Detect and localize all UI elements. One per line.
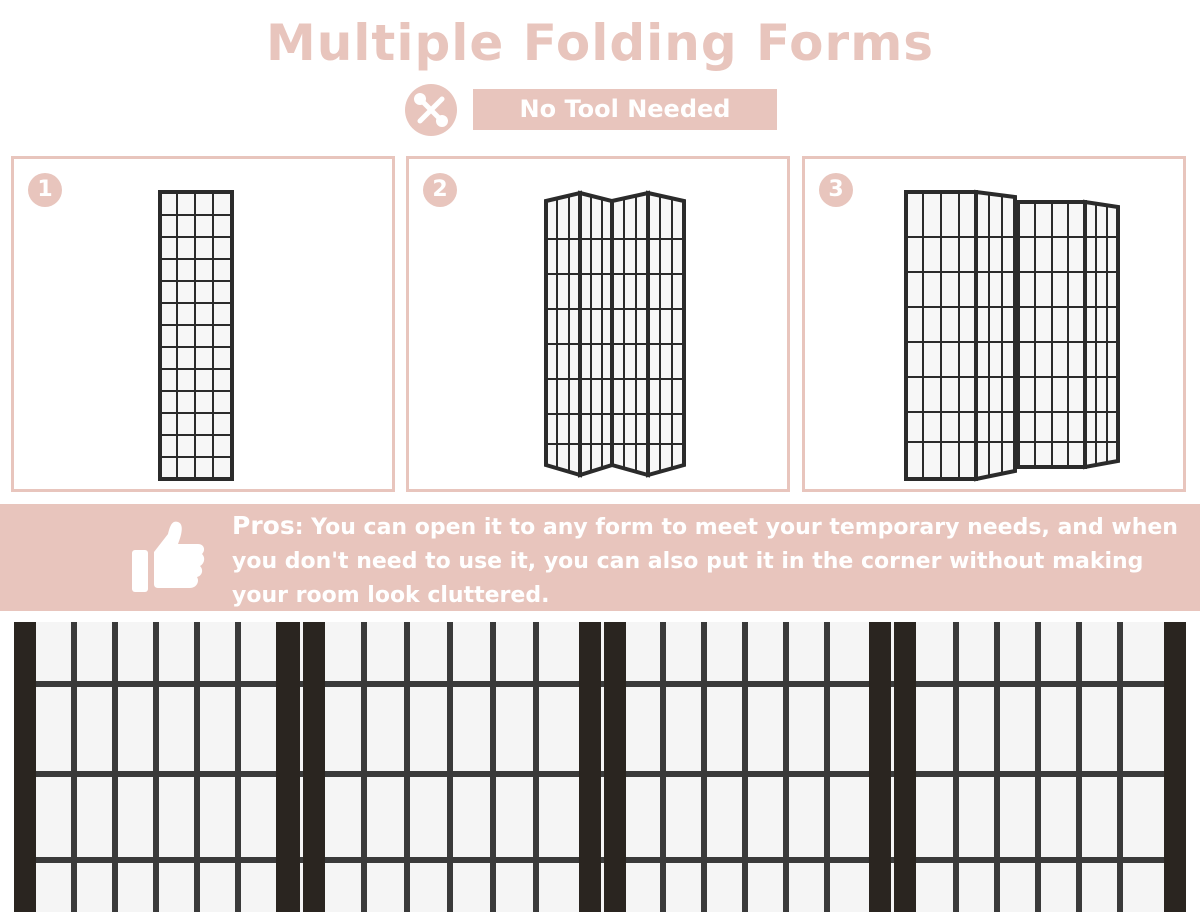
step-card-1: 1	[11, 156, 395, 492]
step-number-2: 2	[423, 173, 457, 207]
step-number-3: 3	[819, 173, 853, 207]
no-tool-badge: No Tool Needed	[473, 89, 777, 130]
page-title: Multiple Folding Forms	[265, 14, 935, 72]
open-screen-illustration	[904, 189, 1120, 482]
pros-body: : You can open it to any form to meet yo…	[232, 515, 1178, 608]
step-card-2: 2	[406, 156, 790, 492]
thumbs-up-icon	[128, 516, 208, 600]
pros-description: Pros: You can open it to any form to mee…	[232, 509, 1182, 613]
zigzag-screen-illustration	[544, 190, 686, 478]
shoji-screen-closeup	[14, 622, 1186, 912]
closeup-product-image	[14, 622, 1186, 912]
step-number-1: 1	[28, 173, 62, 207]
no-tool-icon	[405, 84, 457, 136]
single-panel-illustration	[158, 190, 234, 481]
pros-label: Pros	[232, 511, 295, 540]
step-card-3: 3	[802, 156, 1186, 492]
